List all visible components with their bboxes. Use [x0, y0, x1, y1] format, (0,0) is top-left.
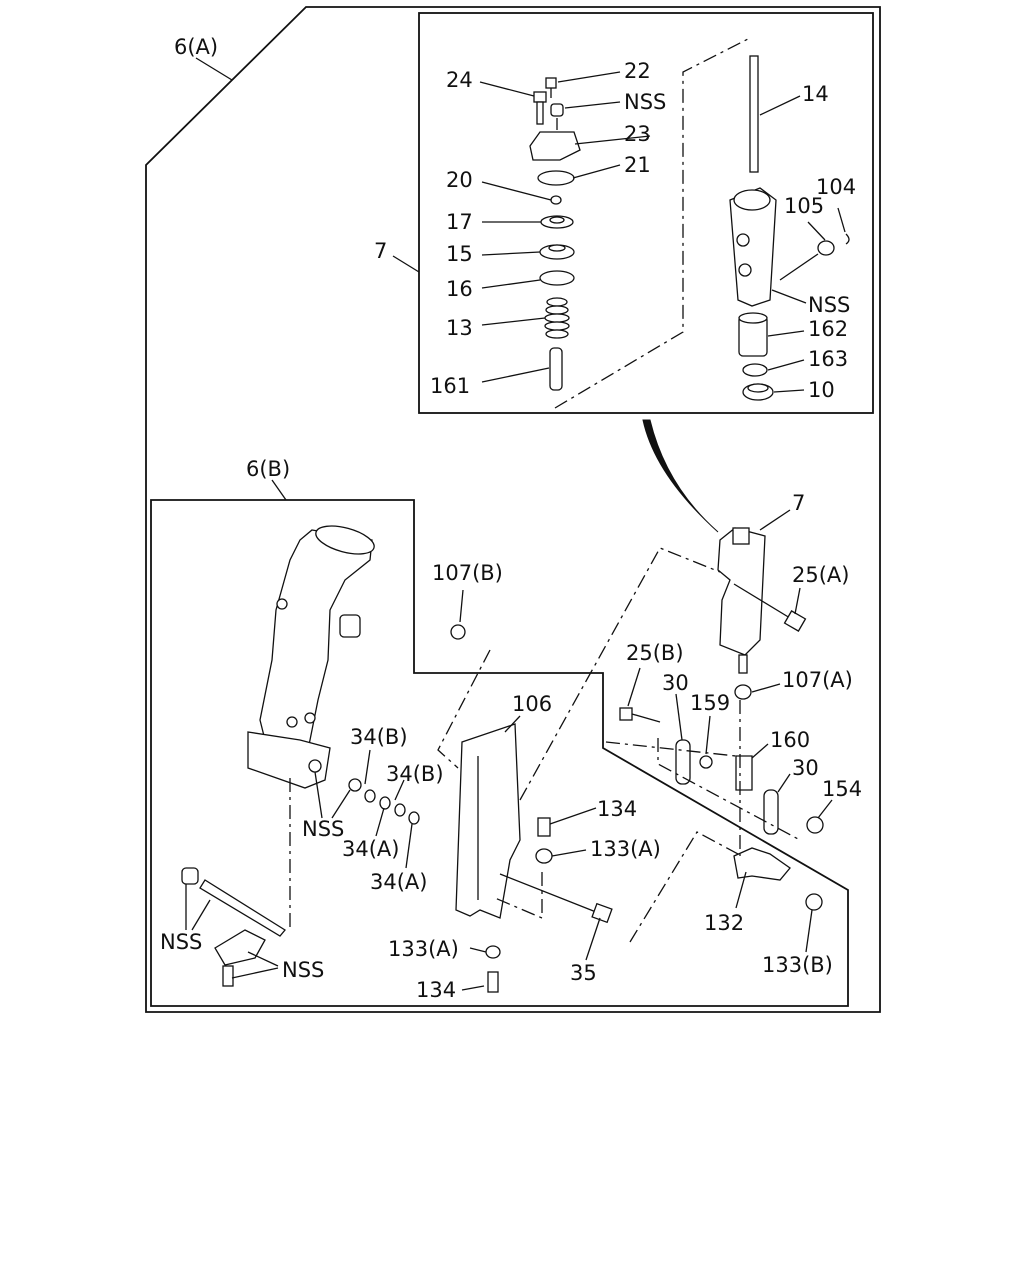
nut-133b	[805, 893, 823, 911]
label-25b: 25(B)	[626, 641, 684, 665]
frame-6a	[145, 6, 881, 1013]
label-159: 159	[690, 691, 730, 715]
nut-nss-top	[550, 103, 564, 130]
lever-132	[733, 847, 791, 881]
label-133a-bottom: 133(A)	[388, 937, 459, 961]
washer-163	[742, 363, 768, 377]
plate-nss	[214, 929, 266, 987]
seal-15	[539, 244, 575, 260]
label-34a-right: 34(A)	[370, 870, 427, 894]
bolt-25b	[619, 707, 661, 723]
label-25a: 25(A)	[792, 563, 849, 587]
label-134-bottom: 134	[416, 978, 456, 1002]
label-15: 15	[446, 242, 473, 266]
clip-104	[845, 233, 850, 245]
label-107b: 107(B)	[432, 561, 503, 585]
callout-labels: 6(A) 6(B) 7 7 24 22 NSS 23 21 20 17 15 1…	[160, 35, 862, 1002]
label-21: 21	[624, 153, 651, 177]
seal-10	[742, 383, 774, 401]
label-13: 13	[446, 316, 473, 340]
nut-133a-top	[535, 848, 553, 864]
label-10: 10	[808, 378, 835, 402]
label-34a-left: 34(A)	[342, 837, 399, 861]
washers-34	[348, 778, 420, 825]
label-106: 106	[512, 692, 552, 716]
label-nss-plate: NSS	[282, 958, 324, 982]
label-132: 132	[704, 911, 744, 935]
cylinder-housing	[729, 187, 777, 307]
nut-154	[806, 816, 824, 834]
label-134-top: 134	[597, 797, 637, 821]
plate-23	[529, 131, 581, 161]
detail-box-7	[392, 12, 874, 414]
label-14: 14	[802, 82, 829, 106]
assembly-lines	[289, 547, 801, 943]
bolt-134-bottom	[487, 971, 499, 993]
label-6a: 6(A)	[174, 35, 218, 59]
bracket-30-right	[763, 789, 779, 835]
label-133b: 133(B)	[762, 953, 833, 977]
label-nss-shaft: NSS	[160, 930, 202, 954]
leaders-main	[185, 509, 833, 991]
shaft-nss	[181, 867, 286, 937]
label-7-main: 7	[792, 491, 805, 515]
label-17: 17	[446, 210, 473, 234]
label-24: 24	[446, 68, 473, 92]
washer-20	[550, 195, 562, 205]
label-133a-top: 133(A)	[590, 837, 661, 861]
bolt-134-top	[537, 817, 551, 837]
label-nss-pipe: NSS	[302, 817, 344, 841]
label-34b-left: 34(B)	[350, 725, 408, 749]
label-7-detail: 7	[374, 239, 387, 263]
ring-16	[539, 270, 575, 286]
label-nss-top: NSS	[624, 90, 666, 114]
label-16: 16	[446, 277, 473, 301]
label-6b: 6(B)	[246, 457, 290, 481]
bolt-35	[499, 873, 613, 924]
label-22: 22	[624, 59, 651, 83]
nut-133a-bottom	[485, 945, 501, 959]
frame-6b	[150, 479, 849, 1007]
label-154: 154	[822, 777, 862, 801]
pin-161	[549, 347, 563, 391]
part-7-assembly	[717, 527, 766, 674]
rod-14	[749, 55, 759, 173]
label-161: 161	[430, 374, 470, 398]
label-34b-right: 34(B)	[386, 762, 444, 786]
detail-arrow	[642, 419, 719, 533]
bushing-159	[699, 755, 713, 769]
label-163: 163	[808, 347, 848, 371]
label-160: 160	[770, 728, 810, 752]
label-30-right: 30	[792, 756, 819, 780]
label-35: 35	[570, 961, 597, 985]
nut-107b	[450, 624, 466, 640]
label-20: 20	[446, 168, 473, 192]
nut-107a	[734, 684, 752, 700]
bolt-24	[533, 91, 547, 125]
pipe-6b	[247, 525, 375, 789]
bracket-106	[455, 723, 521, 919]
fitting-22	[545, 77, 557, 98]
leaders-detail	[479, 71, 846, 393]
bolt-25a	[733, 583, 807, 632]
clevis-160	[735, 755, 753, 791]
label-nss-cyl: NSS	[808, 293, 850, 317]
label-162: 162	[808, 317, 848, 341]
seal-17	[540, 215, 574, 229]
label-104: 104	[816, 175, 856, 199]
label-30-left: 30	[662, 671, 689, 695]
o-ring-21	[537, 170, 575, 186]
label-105: 105	[784, 194, 824, 218]
bushing-162	[738, 312, 768, 357]
spring-13	[544, 297, 570, 339]
cap-105	[817, 240, 835, 256]
label-23: 23	[624, 122, 651, 146]
label-107a: 107(A)	[782, 668, 853, 692]
